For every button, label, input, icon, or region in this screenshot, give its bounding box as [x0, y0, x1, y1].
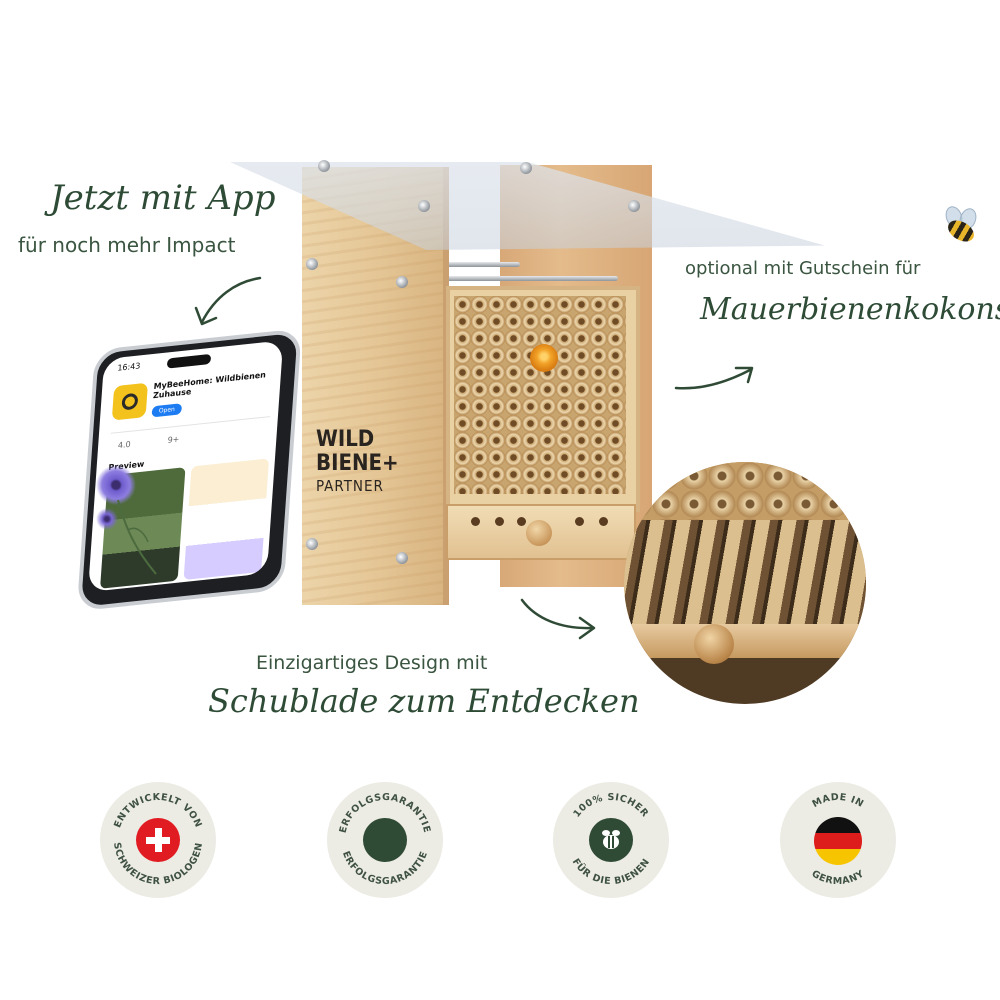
app-headline: Jetzt mit App	[50, 178, 276, 218]
zoom-tubes	[624, 462, 866, 520]
check-badge-icon	[363, 818, 407, 862]
cocoon-voucher-line: optional mit Gutschein für	[685, 258, 921, 279]
app-screenshot[interactable]	[183, 458, 270, 581]
stat-rating: 4.0	[117, 439, 131, 451]
bee-glyph-icon	[602, 830, 620, 849]
arrow-to-phone-icon	[194, 276, 262, 326]
badge-bottom-text: GERMANY	[810, 868, 866, 887]
drawer-hole	[495, 517, 504, 526]
badge-swiss-biologists: ENTWICKELT VON SCHWEIZER BIOLOGEN	[100, 782, 216, 898]
drawer-hole	[575, 517, 584, 526]
badge-bee-safe: 100% SICHER FÜR DIE BIENEN	[553, 782, 669, 898]
screw-icon	[628, 200, 640, 212]
screw-icon	[318, 160, 330, 172]
app-subline: für noch mehr Impact	[18, 233, 236, 257]
arrow-to-drawer-icon	[520, 598, 596, 640]
zoom-knob	[694, 624, 734, 664]
steel-rod	[440, 276, 618, 281]
check-icon	[328, 785, 346, 799]
badge-made-in-germany: MADE IN GERMANY	[780, 782, 896, 898]
screw-icon	[306, 258, 318, 270]
brand-line-1: WILD	[316, 427, 375, 452]
stat-age: 9+	[167, 434, 180, 445]
drawer-hole	[599, 517, 608, 526]
drawer-knob[interactable]	[526, 520, 552, 546]
app-icon[interactable]	[111, 382, 149, 421]
design-script: Schublade zum Entdecken	[208, 682, 640, 720]
brand-line-3: PARTNER	[316, 477, 384, 495]
cornflower-icon	[96, 508, 118, 530]
screw-icon	[396, 552, 408, 564]
nesting-tubes	[454, 296, 626, 494]
drawer-hole	[471, 517, 480, 526]
design-line: Einzigartiges Design mit	[256, 652, 488, 674]
brand-line-2: BIENE+	[316, 451, 399, 476]
status-time: 16:43	[117, 361, 141, 373]
steel-rod	[440, 262, 520, 267]
screw-icon	[396, 276, 408, 288]
screw-icon	[418, 200, 430, 212]
drawer-hole	[517, 517, 526, 526]
svg-text:MADE IN: MADE IN	[810, 792, 865, 810]
orange-plug	[530, 344, 558, 372]
badge-success-guarantee: ERFOLGSGARANTIE ERFOLGSGARANTIE	[327, 782, 443, 898]
german-flag-icon	[814, 817, 862, 865]
badge-top-text: MADE IN	[810, 792, 865, 810]
svg-text:100% SICHER: 100% SICHER	[571, 792, 650, 820]
cocoon-voucher-script: Mauerbienenkokons	[700, 292, 1000, 327]
drawer-front[interactable]	[446, 504, 636, 560]
drawer-detail-zoom	[624, 462, 866, 704]
flower-stem-icon	[117, 499, 157, 575]
badge-top-text: 100% SICHER	[571, 792, 650, 820]
zoom-nesting-channels	[624, 520, 866, 630]
zoom-drawer-lip	[624, 624, 866, 658]
screw-icon	[306, 538, 318, 550]
screw-icon	[520, 162, 532, 174]
cornflower-icon	[96, 465, 136, 505]
arrow-from-cocoon-icon	[674, 366, 754, 390]
app-name: MyBeeHome: Wildbienen Zuhause	[152, 370, 267, 401]
open-button[interactable]: Open	[151, 403, 183, 418]
svg-text:GERMANY: GERMANY	[810, 868, 867, 887]
swiss-cross-icon	[136, 818, 180, 862]
app-stats: 4.0 9+	[109, 416, 271, 459]
dynamic-island	[166, 353, 212, 369]
